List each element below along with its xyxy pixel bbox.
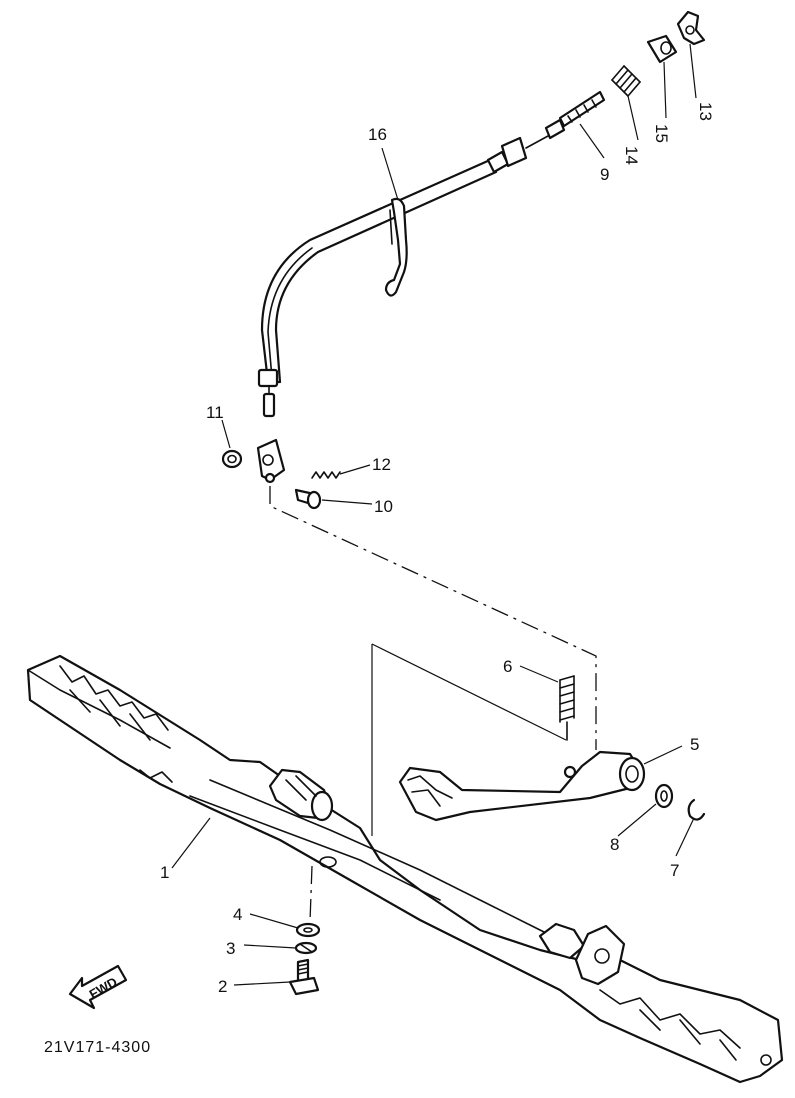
spring-12 [311,471,341,479]
cable-clip [384,197,408,297]
e-clip-7 [687,798,706,821]
spring-14 [611,65,641,97]
cable-clevis [256,438,286,484]
washer-8 [654,783,674,809]
callout-8: 8 [610,835,619,854]
lock-washer-3 [294,941,318,955]
return-spring-6 [559,675,575,741]
adjuster-nut-15 [646,34,678,64]
nut-11 [221,449,243,469]
leader-lines [171,43,697,986]
callout-5: 5 [690,735,699,754]
footrest-pivot-left [268,768,334,822]
brake-cable [257,90,606,418]
callout-16: 16 [368,125,387,144]
callout-12: 12 [372,455,391,474]
fwd-arrow-icon: FWD [68,964,128,1010]
callout-14: 14 [622,146,641,165]
footrest-pivot-right [538,922,626,986]
drawing-code: 21V171-4300 [44,1039,151,1056]
callout-4: 4 [233,905,242,924]
guide-lines [269,486,597,923]
wing-nut-13 [676,10,706,46]
callout-3: 3 [226,939,235,958]
washer-4 [295,922,321,938]
callout-11: 11 [206,403,224,422]
callout-13: 13 [696,102,715,121]
callout-2: 2 [218,977,227,996]
bolt-hole [319,856,337,868]
callouts: 1 2 3 4 5 6 7 8 9 10 11 12 13 14 15 16 [160,102,715,996]
bolt-2 [288,958,320,996]
callout-10: 10 [374,497,393,516]
callout-7: 7 [670,861,679,880]
callout-6: 6 [503,657,512,676]
brake-pedal [398,750,646,822]
footrest-bracket [26,654,784,1084]
callout-9: 9 [600,165,609,184]
clevis-pin-10 [294,488,322,510]
callout-1: 1 [160,863,169,882]
callout-15: 15 [652,124,671,143]
